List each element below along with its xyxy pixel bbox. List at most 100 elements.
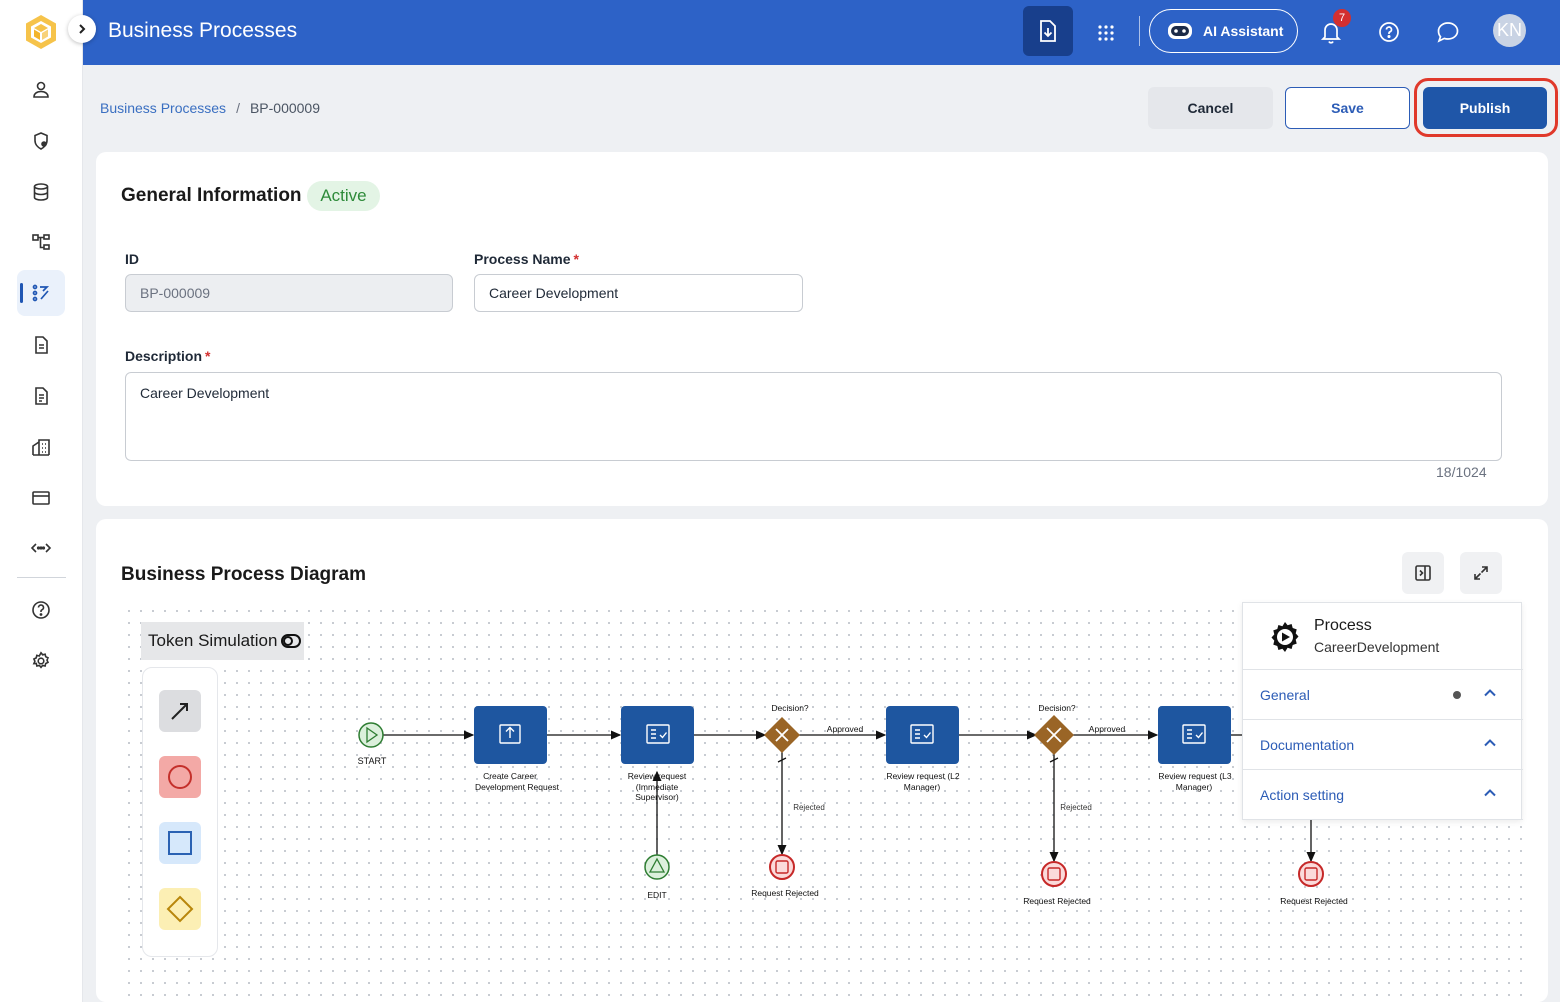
panel-toggle-icon: [1415, 565, 1431, 581]
sidebar-item-users[interactable]: [17, 67, 65, 113]
sidebar-item-api[interactable]: [17, 525, 65, 571]
task4-label-line2: Manager): [1176, 782, 1213, 792]
sidebar-item-security[interactable]: [17, 118, 65, 164]
start-event[interactable]: [358, 722, 384, 748]
settings-icon: [32, 651, 50, 669]
toolbar-separator: [1139, 16, 1140, 46]
sidebar-item-billing[interactable]: [17, 475, 65, 521]
create-end-event-tool[interactable]: [159, 756, 201, 798]
token-simulation-label: Token Simulation: [148, 631, 278, 650]
sidebar-item-database[interactable]: [17, 169, 65, 215]
approved1-label: Approved: [827, 724, 864, 734]
save-button[interactable]: Save: [1285, 87, 1410, 129]
chevron-right-icon: [79, 24, 86, 34]
sidebar: [0, 0, 83, 1002]
sidebar-item-organization[interactable]: [17, 424, 65, 470]
properties-section-documentation[interactable]: Documentation: [1243, 720, 1523, 770]
task-review-supervisor[interactable]: [621, 706, 694, 764]
end-event-rejected-1[interactable]: [769, 854, 795, 880]
id-label: ID: [125, 251, 139, 267]
rejected2-label: Rejected: [1060, 803, 1092, 812]
publish-highlight-outline: [1414, 78, 1558, 137]
business-process-diagram-card: Business Process Diagram Token Simulatio…: [96, 519, 1548, 1002]
chevron-up-icon: [1484, 689, 1496, 697]
notification-badge: 7: [1333, 9, 1351, 27]
bpmn-diagram: START Create Career Development Request …: [358, 703, 1348, 906]
task4-label-line1: Review request (L3: [1158, 771, 1232, 781]
chat-button[interactable]: [1433, 17, 1463, 47]
api-icon: [30, 543, 52, 553]
card-icon: [32, 491, 50, 505]
sidebar-expand-button[interactable]: [68, 15, 96, 43]
required-mark: *: [205, 348, 211, 364]
process-name-label: Process Name*: [474, 251, 579, 267]
breadcrumb-current: BP-000009: [249, 100, 321, 116]
toggle-properties-panel-button[interactable]: [1402, 552, 1444, 594]
gateway-decision-1[interactable]: [764, 717, 800, 753]
checklist-task-icon: [1182, 724, 1206, 744]
process-icon: [32, 284, 50, 302]
create-gateway-tool[interactable]: [159, 888, 201, 930]
publish-button[interactable]: Publish: [1423, 87, 1547, 129]
chat-icon: [1437, 22, 1459, 43]
grid-icon: [1098, 25, 1114, 41]
task-review-l2-manager[interactable]: [886, 706, 959, 764]
create-task-tool[interactable]: [159, 822, 201, 864]
sidebar-item-reports[interactable]: [17, 373, 65, 419]
hierarchy-icon: [32, 234, 50, 250]
help-circle-icon: [1379, 22, 1399, 42]
token-simulation-toggle[interactable]: Token Simulation: [141, 622, 304, 660]
process-name-input[interactable]: Career Development: [474, 274, 803, 312]
task1-label-line2: Development Request: [475, 782, 560, 792]
help-button[interactable]: [1374, 17, 1404, 47]
sidebar-item-settings[interactable]: [17, 638, 65, 684]
task-review-l3-manager[interactable]: [1158, 706, 1231, 764]
app-title: Business Processes: [108, 19, 298, 42]
apps-grid-button[interactable]: [1091, 18, 1121, 48]
sequence-flows: [383, 730, 1316, 863]
id-field: BP-000009: [125, 274, 453, 312]
intermediate-event-edit[interactable]: [644, 854, 670, 880]
robot-icon: [1168, 23, 1192, 39]
task-create-request[interactable]: [474, 706, 547, 764]
global-connect-tool[interactable]: [159, 690, 201, 732]
building-icon: [32, 439, 50, 456]
diagram-title: Business Process Diagram: [121, 564, 367, 585]
ai-assistant-button[interactable]: AI Assistant: [1149, 9, 1298, 53]
properties-section-general[interactable]: General: [1243, 670, 1523, 720]
end3-label: Request Rejected: [1280, 896, 1348, 906]
expand-icon: [1474, 566, 1488, 580]
task3-label-line1: Review request (L2: [886, 771, 960, 781]
properties-header: Process CareerDevelopment: [1243, 603, 1523, 670]
end-event-rejected-2[interactable]: [1041, 861, 1067, 887]
cancel-button[interactable]: Cancel: [1148, 87, 1273, 129]
sidebar-item-help[interactable]: [17, 587, 65, 633]
properties-section-action-setting[interactable]: Action setting: [1243, 770, 1523, 820]
sidebar-item-business-processes[interactable]: [17, 270, 65, 316]
breadcrumb-link-business-processes[interactable]: Business Processes: [100, 100, 227, 116]
user-avatar[interactable]: KN: [1493, 14, 1526, 47]
end1-label: Request Rejected: [751, 888, 819, 898]
properties-title: Process: [1314, 617, 1372, 634]
gateway1-label: Decision?: [771, 703, 809, 713]
sidebar-item-documents[interactable]: [17, 322, 65, 368]
fullscreen-button[interactable]: [1460, 552, 1502, 594]
task3-label-line2: Manager): [904, 782, 941, 792]
description-label: Description*: [125, 348, 210, 364]
checklist-task-icon: [910, 724, 934, 744]
properties-panel: Process CareerDevelopment General Docume…: [1242, 602, 1523, 820]
notifications-button[interactable]: [1316, 17, 1346, 47]
gateway-decision-2[interactable]: [1034, 715, 1074, 755]
app-logo[interactable]: [24, 14, 58, 50]
sidebar-item-hierarchy[interactable]: [17, 219, 65, 265]
file-download-icon: [1040, 20, 1056, 42]
breadcrumb-separator: /: [236, 100, 240, 116]
end-event-rejected-3[interactable]: [1298, 861, 1324, 887]
description-textarea[interactable]: Career Development: [125, 372, 1502, 461]
general-information-title: General Information: [121, 185, 302, 206]
help-icon: [32, 601, 50, 619]
download-button[interactable]: [1023, 6, 1073, 56]
upload-task-icon: [499, 724, 521, 744]
process-name-label-text: Process Name: [474, 251, 571, 267]
rejected1-label: Rejected: [793, 803, 825, 812]
